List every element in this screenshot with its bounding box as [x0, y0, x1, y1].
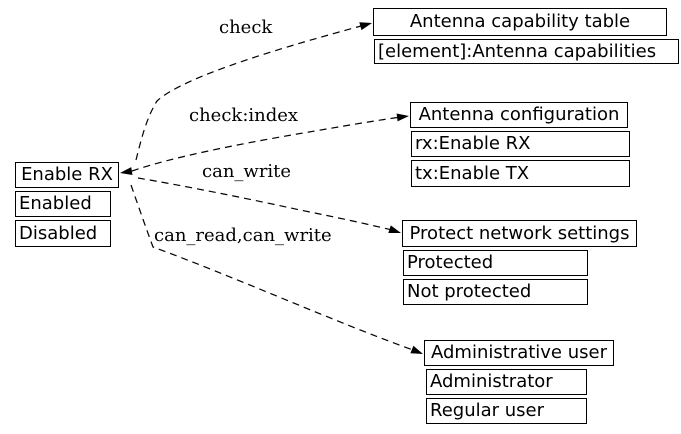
edge-check-path	[135, 25, 362, 161]
edge-can-read-can-write-path	[130, 184, 414, 351]
node-enable-rx-title: Enable RX	[15, 162, 119, 188]
edge-label-check: check	[219, 17, 273, 38]
node-administrative-user-title: Administrative user	[424, 340, 614, 366]
node-administrative-user-row-administrator: Administrator	[426, 369, 587, 395]
node-enable-rx-row-enabled: Enabled	[15, 191, 111, 217]
node-antenna-configuration-row-tx: tx:Enable TX	[411, 160, 630, 187]
arrowhead-to-antenna-capability-table	[359, 22, 372, 31]
arrowhead-to-antenna-configuration	[396, 113, 409, 122]
edge-label-can-write: can_write	[202, 161, 292, 182]
node-antenna-configuration-title: Antenna configuration	[410, 102, 628, 128]
edge-can-write-path	[137, 177, 393, 231]
arrowhead-to-enable-rx	[120, 167, 133, 175]
edge-label-check-index: check:index	[189, 105, 299, 126]
arrowhead-to-protect-network-settings	[388, 225, 401, 233]
edge-label-can-read-can-write: can_read,can_write	[154, 225, 332, 246]
node-antenna-configuration-row-rx: rx:Enable RX	[411, 131, 630, 157]
node-protect-network-settings-title: Protect network settings	[402, 220, 637, 247]
node-antenna-capability-table-title: Antenna capability table	[373, 8, 667, 36]
node-protect-network-settings-row-protected: Protected	[403, 250, 588, 276]
arrowhead-to-administrative-user	[410, 345, 423, 354]
node-enable-rx-row-disabled: Disabled	[15, 220, 111, 247]
node-antenna-capability-table-row-element: [element]:Antenna capabilities	[374, 39, 679, 64]
node-protect-network-settings-row-not-protected: Not protected	[403, 279, 588, 305]
node-administrative-user-row-regular-user: Regular user	[426, 398, 587, 424]
